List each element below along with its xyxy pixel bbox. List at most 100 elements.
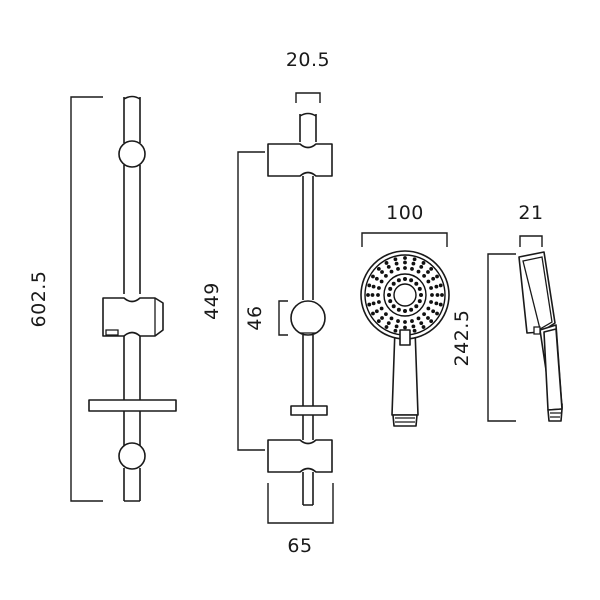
handset-side-clip-detail	[533, 326, 541, 335]
side-tube-lower	[302, 415, 314, 440]
spray-nozzle-dot	[421, 261, 426, 265]
dim-label-46: 46	[244, 305, 266, 330]
dim-label-20-5: 20.5	[286, 49, 330, 71]
dim-line-20-5	[295, 92, 321, 103]
dim-line-65	[267, 483, 334, 524]
spray-nozzle-dot	[367, 283, 372, 288]
connector-thread-lines	[395, 417, 415, 423]
spray-nozzle-dot	[429, 266, 434, 271]
spray-nozzle-dot	[403, 320, 407, 324]
view-handset-side: 21 242.5	[451, 202, 563, 422]
hose-guide-bar	[88, 399, 177, 412]
dim-line-21	[519, 235, 543, 247]
spray-nozzle-dot	[376, 319, 381, 324]
spray-nozzle-dot	[421, 325, 426, 329]
dim-label-602-5: 602.5	[28, 271, 50, 328]
spray-nozzle-dot	[370, 293, 375, 297]
spray-nozzle-dot	[386, 321, 391, 326]
spray-nozzle-dot	[412, 328, 417, 333]
dim-line-46	[278, 300, 288, 336]
side-top-bracket	[267, 143, 333, 177]
side-tube-upper	[302, 176, 314, 300]
spray-nozzle-dot	[396, 307, 401, 312]
spray-nozzle-dot	[403, 309, 407, 313]
spray-nozzle-dot	[416, 316, 421, 321]
spray-nozzle-dot	[377, 286, 381, 290]
spray-hub-outer-ring	[383, 273, 427, 317]
spray-nozzle-dot	[426, 316, 430, 320]
spray-nozzle-dot	[412, 257, 417, 262]
spray-nozzle-dot	[403, 256, 407, 260]
spray-nozzle-dot	[410, 267, 414, 271]
spray-nozzle-dot	[393, 328, 398, 333]
spray-nozzle-dot	[403, 277, 407, 281]
dim-label-449: 449	[201, 282, 223, 320]
spray-nozzle-dot	[426, 279, 431, 284]
side-bottom-bracket	[267, 439, 333, 473]
spray-nozzle-dot	[403, 325, 407, 330]
view-rail-side: 20.5 449 46 65	[201, 49, 334, 557]
spray-nozzle-dot	[417, 286, 422, 291]
spray-nozzle-dot	[403, 260, 407, 265]
spray-nozzle-dot	[366, 293, 370, 297]
spray-nozzle-dot	[386, 264, 391, 269]
rail-tube-upper	[123, 165, 141, 294]
dim-line-100	[361, 232, 448, 247]
dim-line-602-5	[70, 96, 103, 502]
spray-nozzle-dot	[438, 283, 443, 288]
spray-nozzle-dot	[434, 301, 439, 306]
spray-nozzle-dot	[435, 293, 440, 297]
spray-nozzle-dot	[409, 278, 414, 283]
spray-nozzle-dot	[416, 269, 421, 274]
spray-nozzle-dot	[396, 278, 401, 283]
handset-holder-bracket	[102, 297, 164, 337]
spray-nozzle-dot	[422, 274, 426, 278]
spray-nozzle-dot	[419, 321, 424, 326]
spray-nozzle-dot	[376, 266, 381, 271]
dim-label-100: 100	[386, 202, 424, 224]
spray-nozzle-dot	[379, 306, 384, 311]
view-handset-front: 100	[360, 202, 450, 427]
spray-nozzle-dot	[429, 286, 433, 290]
slider-knob-circle	[290, 300, 326, 336]
spray-nozzle-dot	[430, 293, 434, 297]
spray-nozzle-dot	[391, 304, 396, 309]
spray-nozzle-dot	[367, 302, 372, 307]
spray-nozzle-dot	[396, 267, 400, 271]
side-tube-bottom-stub	[302, 472, 314, 506]
spray-nozzle-dot	[419, 264, 424, 269]
dim-label-65: 65	[287, 535, 312, 557]
handset-side-head-face	[522, 256, 553, 330]
spray-nozzle-dot	[371, 301, 376, 306]
spray-nozzle-dot	[384, 261, 389, 265]
dim-line-242-5	[487, 253, 516, 422]
spray-nozzle-dot	[391, 281, 396, 286]
view-rail-front: 602.5	[28, 95, 177, 502]
spray-nozzle-dot	[377, 300, 381, 304]
spray-nozzle-pattern	[366, 256, 444, 333]
side-tube-mid	[302, 335, 314, 406]
spray-nozzle-dot	[384, 325, 389, 329]
spray-nozzle-dot	[414, 281, 419, 286]
spray-nozzle-dot	[384, 312, 388, 316]
spray-nozzle-dot	[429, 319, 434, 324]
dim-line-449	[237, 151, 265, 451]
rail-bottom-bracket-circle	[118, 442, 146, 470]
spray-nozzle-dot	[388, 299, 393, 304]
spray-nozzle-dot	[419, 293, 423, 297]
holder-tab	[105, 329, 119, 336]
spray-nozzle-dot	[435, 274, 439, 279]
spray-nozzle-dot	[393, 257, 398, 262]
handset-side-connector	[547, 408, 563, 422]
spray-nozzle-dot	[389, 316, 394, 321]
spray-nozzle-dot	[403, 266, 407, 270]
spray-nozzle-dot	[396, 319, 400, 323]
side-tube-top-edges	[299, 114, 317, 142]
spray-nozzle-dot	[434, 284, 439, 289]
spray-nozzle-dot	[394, 261, 399, 266]
rail-tube-top-edges	[123, 97, 141, 143]
spray-nozzle-dot	[431, 276, 436, 281]
